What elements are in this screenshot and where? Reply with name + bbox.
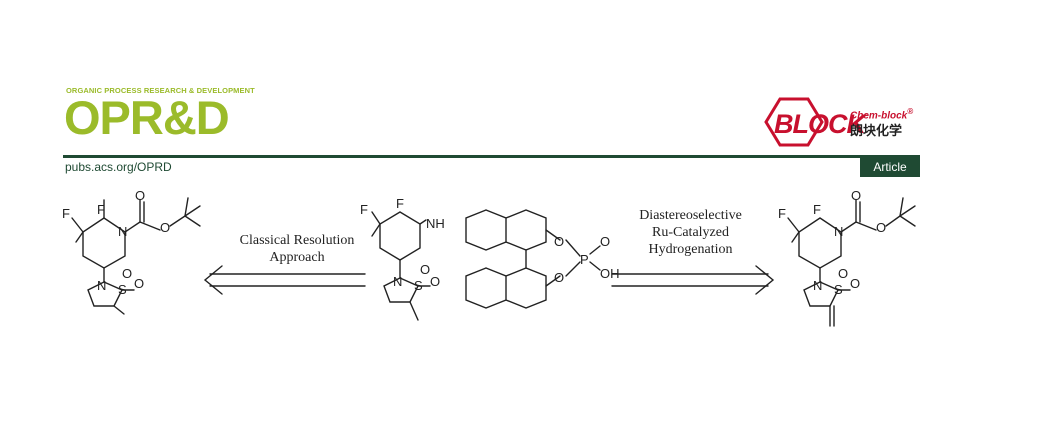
atom-label: F — [360, 202, 368, 217]
atom-label: N — [813, 278, 822, 293]
logo-subtitle-cn: 朗块化学 — [850, 124, 903, 139]
atom-label: O — [134, 276, 144, 291]
atom-label: O — [600, 234, 610, 249]
atom-label: O — [160, 220, 170, 235]
atom-label: O — [554, 270, 564, 285]
right-arrow-label: Diastereoselective Ru-Catalyzed Hydrogen… — [639, 208, 742, 257]
article-badge: Article — [860, 158, 920, 177]
atom-label: N — [834, 224, 843, 239]
atom-label: O — [554, 234, 564, 249]
atom-label: O — [838, 266, 848, 281]
journal-name-small: ORGANIC PROCESS RESEARCH & DEVELOPMENT — [66, 86, 255, 95]
atom-label: S — [834, 282, 843, 297]
right-structure: F F N O O N S O O — [778, 188, 916, 327]
logo-text: BLOCK — [774, 109, 866, 139]
atom-label: O — [850, 276, 860, 291]
atom-label: F — [62, 206, 70, 221]
atom-label: S — [414, 278, 423, 293]
left-arrow-label: Classical Resolution Approach — [239, 233, 355, 265]
right-arrow — [611, 265, 775, 295]
atom-label: O — [122, 266, 132, 281]
left-structure: F F N O O N S O O — [62, 188, 201, 315]
journal-logo: OPR&D — [64, 91, 230, 144]
atom-label: N — [97, 278, 106, 293]
atom-label: F — [97, 202, 105, 217]
middle-structure: F F NH N S O O — [360, 196, 445, 321]
left-arrow — [203, 265, 366, 295]
atom-label: O — [420, 262, 430, 277]
chem-block-logo: BLOCK Chem-block® 朗块化学 — [760, 95, 922, 149]
atom-label: O — [876, 220, 886, 235]
logo-subtitle: Chem-block® — [850, 107, 914, 122]
atom-label: N — [118, 224, 127, 239]
atom-label: NH — [426, 216, 445, 231]
atom-label: O — [430, 274, 440, 289]
header-rule — [63, 155, 920, 158]
atom-label: OH — [600, 266, 620, 281]
atom-label: F — [778, 206, 786, 221]
atom-label: O — [135, 188, 145, 203]
atom-label: F — [396, 196, 404, 211]
atom-label: P — [580, 252, 589, 267]
binol-phosphoric-acid: O O P O OH — [465, 209, 620, 309]
journal-url[interactable]: pubs.acs.org/OPRD — [65, 160, 172, 174]
atom-label: S — [118, 282, 127, 297]
atom-label: O — [851, 188, 861, 203]
atom-label: N — [393, 274, 402, 289]
atom-label: F — [813, 202, 821, 217]
hexagon-icon — [764, 97, 824, 147]
